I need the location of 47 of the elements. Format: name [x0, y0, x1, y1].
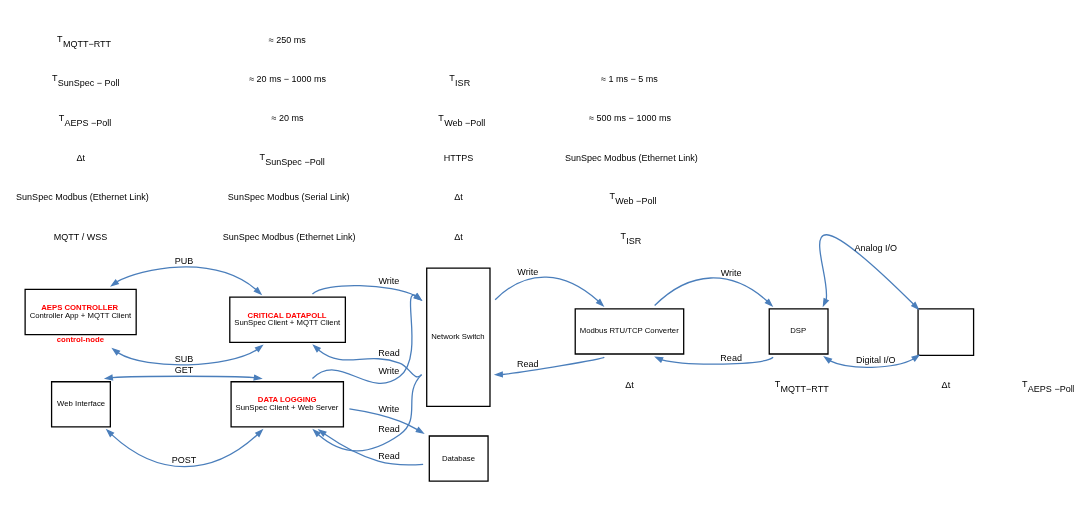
arrow: [494, 276, 605, 307]
edge-label: POST: [171, 455, 197, 466]
arrow: [348, 408, 425, 434]
node-box: [917, 308, 975, 356]
edge-label: Read: [378, 424, 400, 435]
edge-label: Read: [516, 359, 539, 370]
edge-label: Read: [378, 348, 400, 359]
label: Δt: [454, 231, 463, 242]
arrow: [110, 266, 263, 296]
label: SunSpec Modbus (Serial Link): [227, 192, 350, 203]
arrow: [105, 428, 264, 468]
label: SunSpec Modbus (Ethernet Link): [16, 192, 149, 203]
edge-label: Write: [378, 404, 400, 415]
edge-label: GET: [174, 365, 194, 376]
edge-label: Write: [517, 266, 539, 277]
edge-label: PUB: [174, 256, 194, 267]
arrow: [654, 356, 774, 365]
label: ≈ 250 ms: [268, 34, 306, 45]
label: ≈ 20 ms: [271, 113, 304, 124]
arrow: [823, 354, 921, 368]
label: Δt: [941, 380, 951, 391]
edge-label: Write: [378, 276, 400, 287]
arrow: [819, 234, 920, 311]
edge-label: Read: [378, 450, 400, 461]
arrow: [317, 429, 424, 466]
arrow: [111, 344, 264, 366]
label: SunSpec Modbus (Ethernet Link): [222, 231, 356, 242]
arrow: [312, 344, 423, 378]
label: Δt: [454, 192, 463, 203]
label: Δt: [625, 380, 634, 391]
edge-label: Digital I/O: [855, 354, 896, 365]
edge-label: Read: [720, 352, 742, 363]
label: ≈ 1 ms − 5 ms: [601, 73, 658, 84]
label: HTTPS: [443, 152, 474, 163]
edge-label: SUB: [174, 353, 194, 364]
label: Δt: [76, 152, 85, 163]
label: ≈ 20 ms − 1000 ms: [249, 73, 327, 84]
arrow: [493, 356, 605, 378]
label: ≈ 500 ms − 1000 ms: [589, 113, 671, 124]
edge-label: Write: [720, 268, 742, 278]
arrow: [103, 374, 263, 381]
label: SunSpec Modbus (Ethernet Link): [564, 152, 698, 163]
arrow: [654, 277, 774, 307]
edge-label: Analog I/O: [854, 242, 898, 253]
arrow: [312, 374, 423, 452]
edge-label: Write: [378, 366, 400, 377]
label: MQTT / WSS: [53, 231, 108, 242]
